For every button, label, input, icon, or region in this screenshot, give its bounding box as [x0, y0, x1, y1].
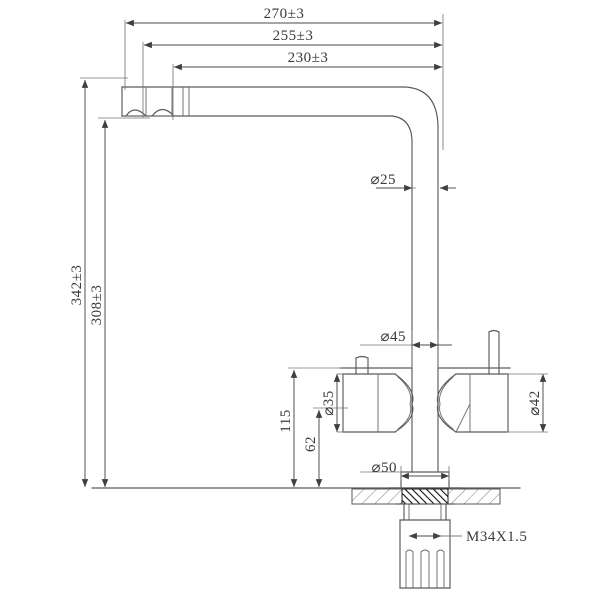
dim-label-handle-height: 62	[303, 436, 319, 452]
dimension-labels: 270±3 255±3 230±3 342±3 308±3 115 62 ⌀25…	[69, 6, 543, 545]
dim-label-inner-reach: 230±3	[288, 50, 329, 66]
faucet-body	[339, 329, 511, 489]
extension-lines	[80, 14, 462, 537]
dim-label-spout-tube-dia: ⌀25	[370, 172, 396, 188]
dim-label-body-height: 115	[278, 409, 294, 432]
dim-label-base-dia: ⌀50	[371, 460, 397, 476]
dim-label-mounting-thread: M34X1.5	[466, 529, 527, 545]
dim-label-body-top-dia: ⌀45	[380, 329, 406, 345]
right-handle	[436, 329, 509, 433]
dim-label-overall-reach: 270±3	[264, 6, 305, 22]
mounting-deck	[91, 487, 521, 505]
dimension-lines	[81, 19, 548, 540]
dim-label-right-handle-dia: ⌀42	[527, 390, 543, 416]
threaded-shank	[399, 503, 451, 589]
spout-assembly	[121, 86, 439, 345]
dim-label-mid-reach: 255±3	[273, 28, 314, 44]
dim-label-overall-height: 342±3	[69, 265, 85, 306]
dual-outlet-aerator	[125, 108, 175, 117]
spout-horizontal-arm	[121, 86, 405, 117]
base-collar	[388, 471, 462, 489]
dim-label-spout-height: 308±3	[89, 285, 105, 326]
spout-elbow	[391, 86, 439, 345]
dim-label-left-handle-dia: ⌀35	[321, 390, 337, 416]
left-handle	[342, 355, 414, 433]
